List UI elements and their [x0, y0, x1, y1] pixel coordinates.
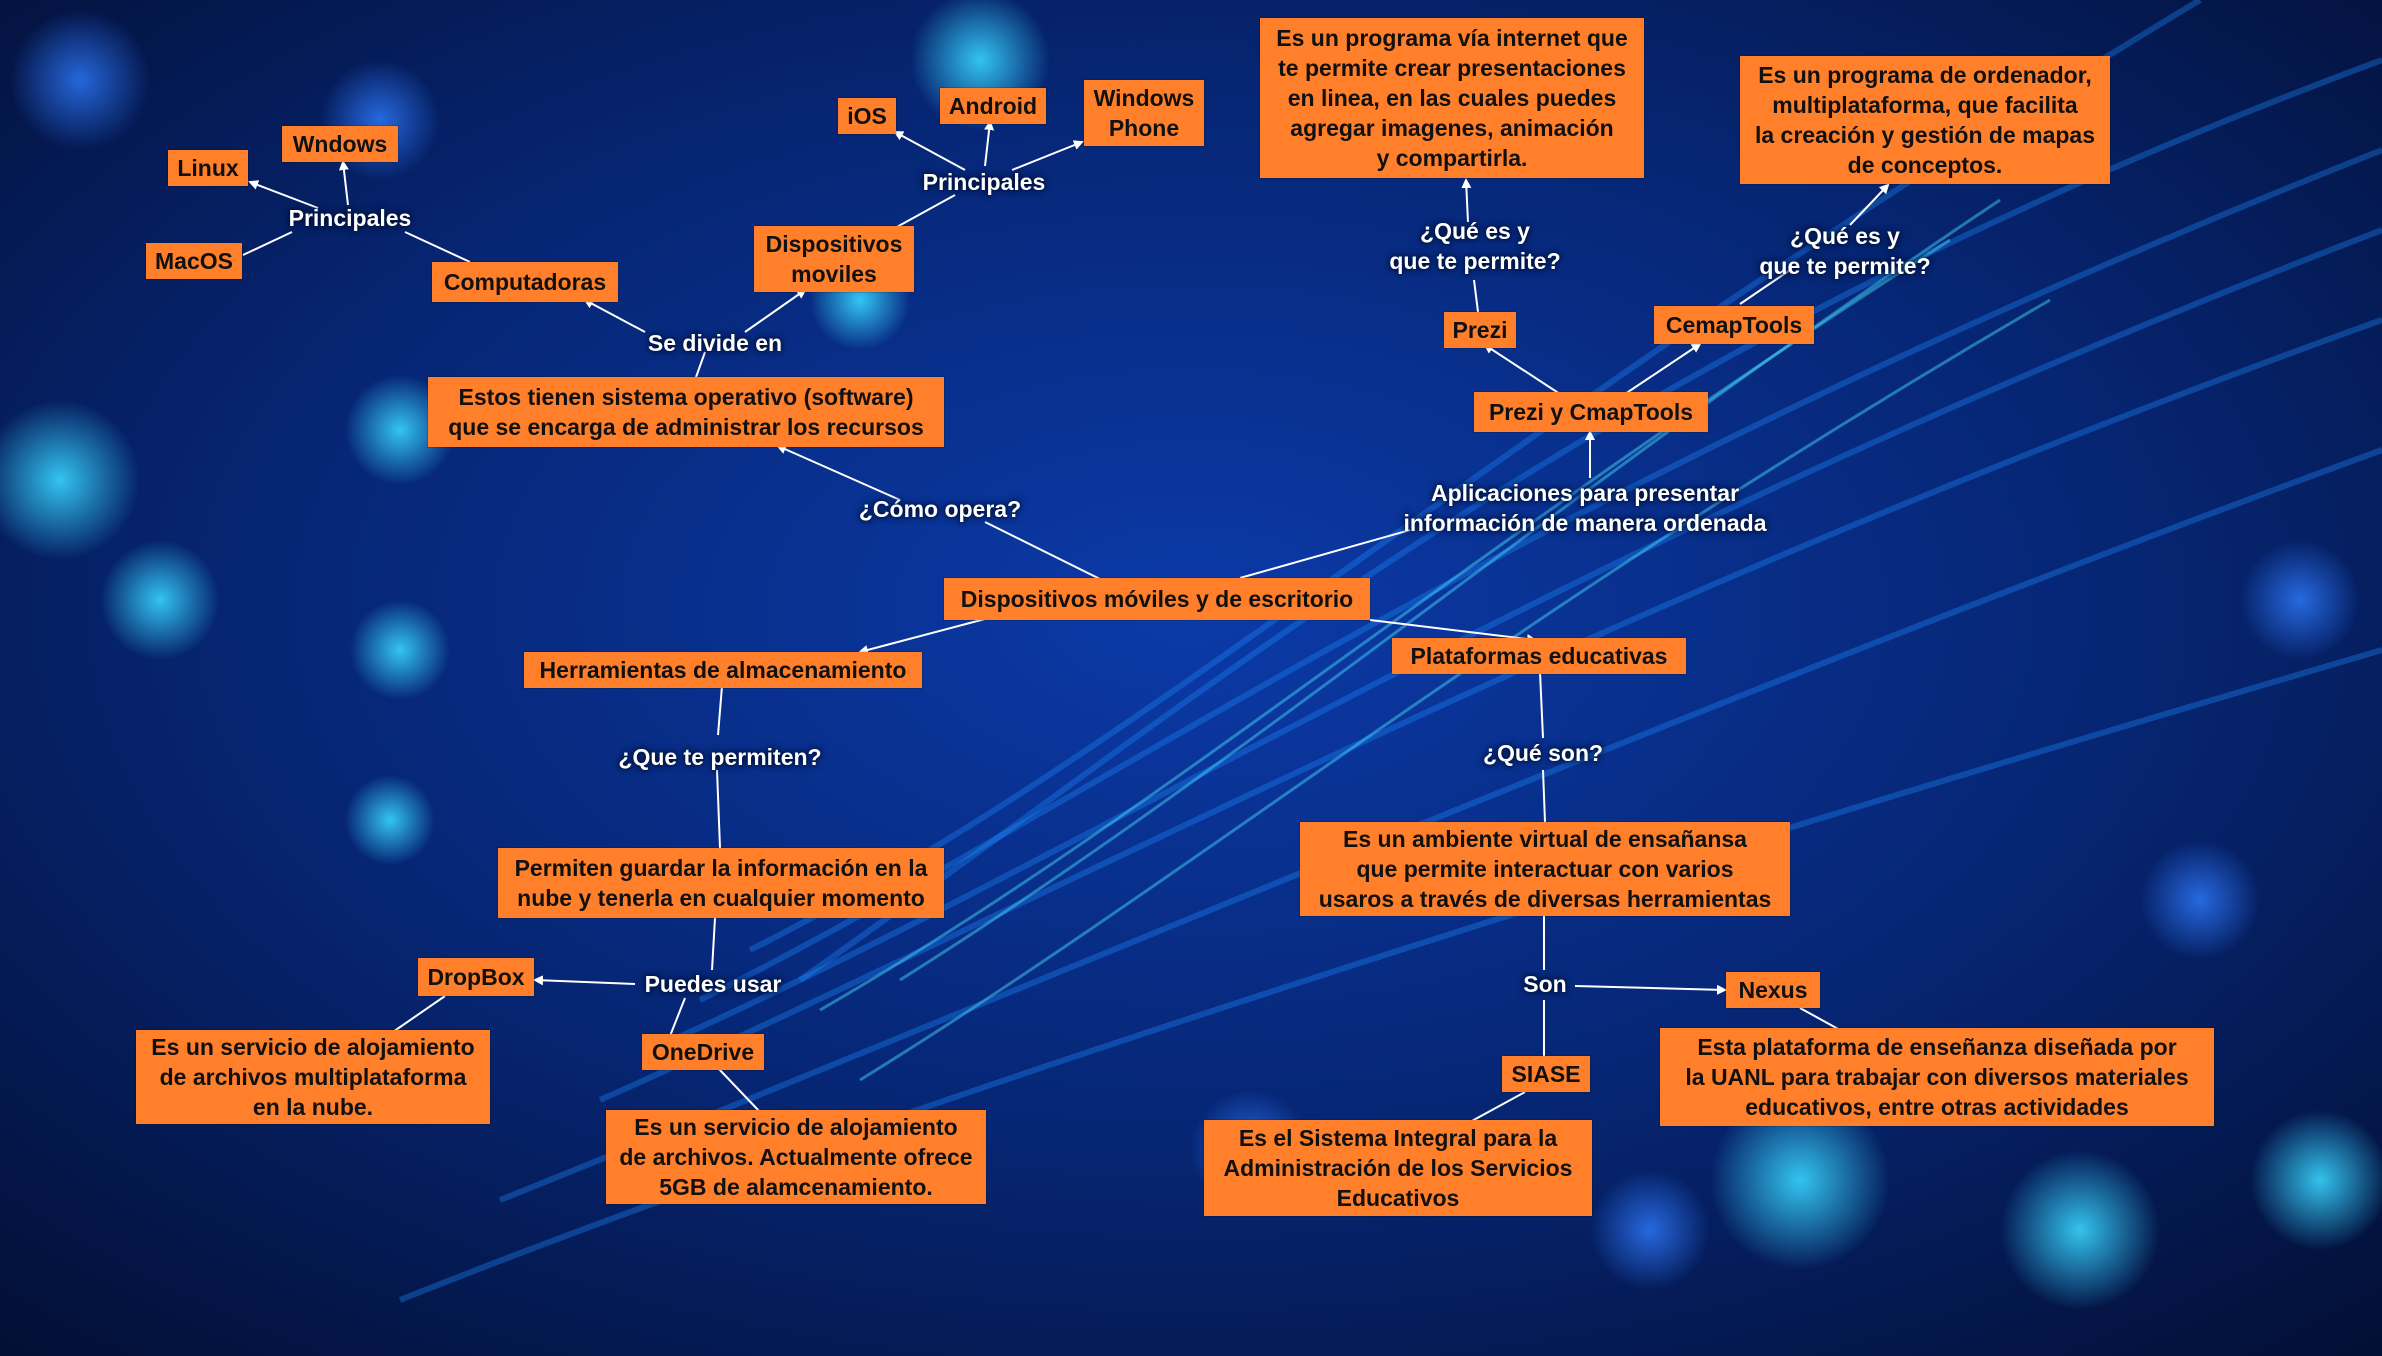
- node-onedrive-definition[interactable]: Es un servicio de alojamiento de archivo…: [606, 1110, 986, 1204]
- link-almacenamiento-que-permiten: [718, 686, 722, 735]
- node-dispositivos-moviles[interactable]: Dispositivos moviles: [754, 226, 914, 292]
- node-nexus-definition[interactable]: Esta plataforma de enseñanza diseñada po…: [1660, 1028, 2214, 1126]
- link-principales-android: [985, 122, 990, 166]
- link-principales-windows-phone: [1012, 142, 1082, 170]
- node-siase-definition[interactable]: Es el Sistema Integral para la Administr…: [1204, 1120, 1592, 1216]
- link-son-nexus: [1575, 986, 1725, 990]
- node-onedrive[interactable]: OneDrive: [642, 1034, 764, 1070]
- link-principales-macos: [243, 232, 292, 255]
- node-dropbox[interactable]: DropBox: [418, 958, 534, 996]
- label-que-es-cmaptools: ¿Qué es y que te permite?: [1740, 221, 1950, 281]
- node-plataformas-definition[interactable]: Es un ambiente virtual de ensañansa que …: [1300, 822, 1790, 916]
- node-center[interactable]: Dispositivos móviles y de escritorio: [944, 578, 1370, 620]
- link-center-plataformas: [1370, 620, 1535, 640]
- link-center-almacenamiento: [860, 615, 1000, 652]
- node-sistema-operativo[interactable]: Estos tienen sistema operativo (software…: [428, 377, 944, 447]
- node-prezi-definition[interactable]: Es un programa vía internet que te permi…: [1260, 18, 1644, 178]
- link-nexus-def: [1800, 1008, 1840, 1030]
- node-cmaptools-definition[interactable]: Es un programa de ordenador, multiplataf…: [1740, 56, 2110, 184]
- node-cemaptools[interactable]: CemapTools: [1654, 306, 1814, 344]
- link-se-divide-moviles: [745, 290, 805, 332]
- label-principales-computadoras: Principales: [270, 203, 430, 233]
- link-moviles-principales: [895, 195, 955, 228]
- link-principales-ios: [895, 132, 965, 170]
- link-como-opera-so: [778, 446, 900, 500]
- link-prezicmap-prezi: [1485, 345, 1560, 394]
- node-dropbox-definition[interactable]: Es un servicio de alojamiento de archivo…: [136, 1030, 490, 1124]
- node-android[interactable]: Android: [940, 88, 1046, 124]
- label-son: Son: [1510, 969, 1580, 999]
- link-def-puedes-usar: [712, 918, 715, 970]
- link-dropbox-def: [390, 996, 445, 1034]
- link-plataformas-que-son: [1540, 672, 1543, 738]
- link-principales-wndows: [343, 162, 348, 205]
- link-prezicmap-cemaptools: [1625, 344, 1700, 394]
- link-siase-def: [1470, 1092, 1525, 1122]
- label-como-opera: ¿Cómo opera?: [840, 494, 1040, 524]
- node-wndows[interactable]: Wndows: [282, 126, 398, 162]
- link-que-son-def: [1543, 770, 1545, 822]
- node-linux[interactable]: Linux: [168, 150, 248, 186]
- label-aplicaciones: Aplicaciones para presentar información …: [1380, 478, 1790, 538]
- label-principales-moviles: Principales: [904, 167, 1064, 197]
- node-herramientas-almacenamiento[interactable]: Herramientas de almacenamiento: [524, 652, 922, 688]
- node-windows-phone[interactable]: Windows Phone: [1084, 80, 1204, 146]
- label-que-son: ¿Qué son?: [1460, 738, 1626, 768]
- link-que-permiten-def: [717, 770, 720, 848]
- label-que-te-permiten: ¿Que te permiten?: [600, 742, 840, 772]
- link-puedes-usar-onedrive: [670, 998, 685, 1036]
- node-ios[interactable]: iOS: [838, 98, 896, 134]
- node-almacenamiento-definition[interactable]: Permiten guardar la información en la nu…: [498, 848, 944, 918]
- label-puedes-usar: Puedes usar: [620, 969, 806, 999]
- link-center-como-opera: [985, 522, 1110, 584]
- node-nexus[interactable]: Nexus: [1726, 972, 1820, 1008]
- link-onedrive-def: [718, 1068, 760, 1112]
- link-que-es-cmap-def: [1850, 185, 1888, 225]
- node-computadoras[interactable]: Computadoras: [432, 262, 618, 302]
- node-prezi[interactable]: Prezi: [1444, 312, 1516, 348]
- link-computadoras-principales: [405, 232, 470, 262]
- link-prezi-que-es: [1474, 280, 1478, 312]
- label-que-es-prezi: ¿Qué es y que te permite?: [1370, 216, 1580, 276]
- node-siase[interactable]: SIASE: [1502, 1056, 1590, 1092]
- node-plataformas-educativas[interactable]: Plataformas educativas: [1392, 638, 1686, 674]
- label-se-divide-en: Se divide en: [620, 328, 810, 358]
- node-prezi-cmaptools[interactable]: Prezi y CmapTools: [1474, 392, 1708, 432]
- node-macos[interactable]: MacOS: [146, 243, 242, 279]
